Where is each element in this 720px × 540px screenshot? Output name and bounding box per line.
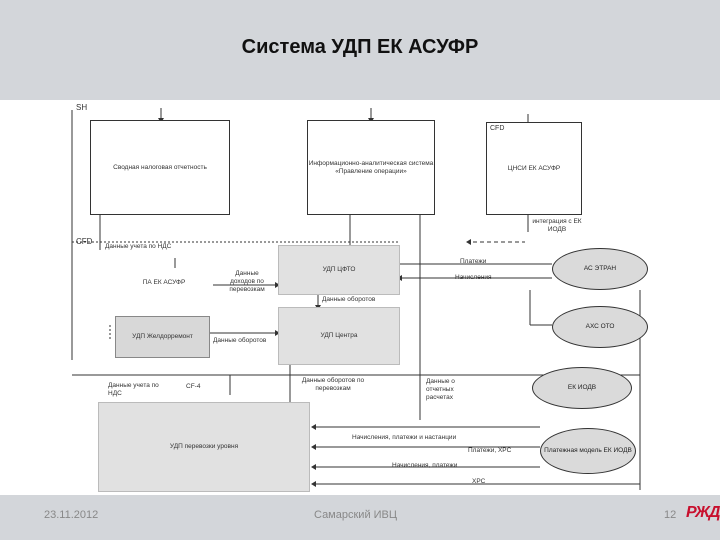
box-udp-zheldor: УДП Желдорремонт <box>115 316 210 358</box>
label-platezhi: Платежи <box>460 258 487 265</box>
footer-page-number: 12 <box>664 509 677 521</box>
label-dannye-oborot-2: Данные оборотов <box>213 337 267 344</box>
ellipse-as-etran: АС ЭТРАН <box>552 248 648 290</box>
label-cfd-box: CFD <box>490 125 505 132</box>
label-nach-plat: Начисления, платежи <box>392 462 458 469</box>
slide-title: Система УДП ЕК АСУФР <box>241 36 479 58</box>
nsi-text: ЦНСИ ЕК АСУФР <box>507 164 561 172</box>
label-cfd-left: CFD <box>76 237 93 246</box>
box-udp-bottom: УДП перевозки уровня <box>98 402 310 492</box>
box-pa-ek: ПА ЕК АСУФР <box>115 268 213 298</box>
ellipse-ek-iodv: ЕК ИОДВ <box>532 367 632 409</box>
footer-org: Самарский ИВЦ <box>314 509 398 521</box>
box-inform-system: Информационно-аналитическая система «Пра… <box>307 120 435 215</box>
label-dannye-oborot-perev: Данные оборотов по перевозкам <box>301 377 365 392</box>
label-dannye-otchety: Данные о отчетных расчетах <box>426 378 455 401</box>
box-nsi: ЦНСИ ЕК АСУФР <box>486 122 582 215</box>
label-cf4: CF-4 <box>186 383 201 390</box>
rzd-logo: РЖД <box>686 504 720 521</box>
label-integr-nsi: интеграция с ЕК ИОДВ <box>532 218 582 233</box>
label-nachisleniya: Начисления <box>455 274 492 281</box>
label-platezh-khs: Платежи, ХРС <box>468 447 512 454</box>
ellipse-platezh-model: Платежная модель ЕК ИОДВ <box>540 428 636 474</box>
slide-footer <box>0 495 720 540</box>
label-nach-plat-stancii: Начисления, платежи и настанции <box>352 434 457 441</box>
box-udp-cfto: УДП ЦФТО <box>278 245 400 295</box>
label-dannye-nds: Данные учета по НДС <box>105 243 172 250</box>
label-sh: SH <box>76 103 88 112</box>
box-svodnaya-otchetnost: Сводная налоговая отчетность <box>90 120 230 215</box>
slide-header <box>0 0 720 100</box>
footer-date: 23.11.2012 <box>44 509 99 521</box>
label-dannye-dohod: Данные доходов по перевозкам <box>229 270 265 293</box>
ellipse-ahs-oto: АХС ОТО <box>552 306 648 348</box>
label-dannye-ucheta-nds2: Данные учета по НДС <box>108 382 159 397</box>
box-udp-centra: УДП Центра <box>278 307 400 365</box>
label-khs: ХРС <box>472 478 486 485</box>
label-dannye-oborot-1: Данные оборотов <box>322 296 376 303</box>
